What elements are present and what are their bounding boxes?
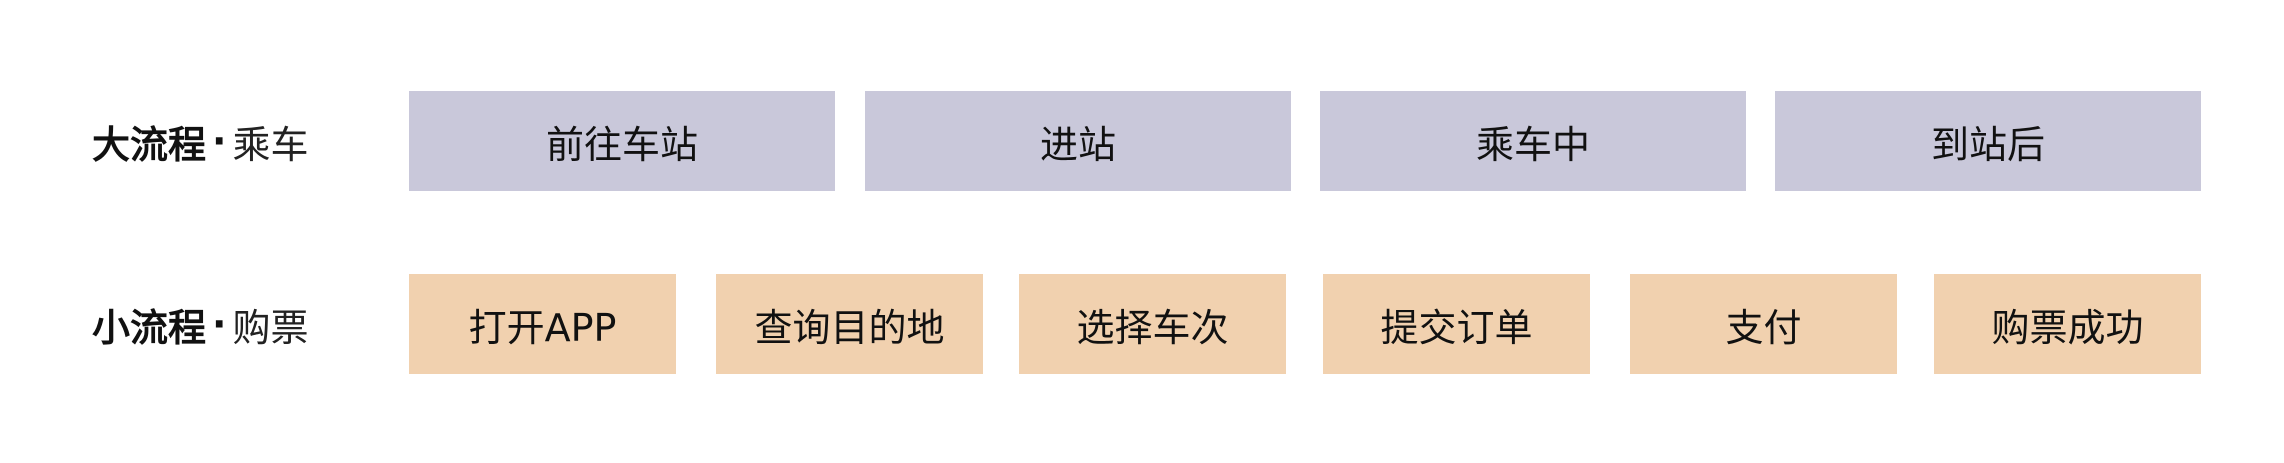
stage-box-3: 乘车中 [1320,91,1746,191]
step-box-5: 支付 [1630,274,1897,374]
step-box-3: 选择车次 [1019,274,1286,374]
step-box-4: 提交订单 [1323,274,1590,374]
big-flow-separator: · [212,119,227,163]
stage-box-1: 前往车站 [409,91,835,191]
small-flow-subtitle: 购票 [232,305,309,350]
stage-box-4: 到站后 [1775,91,2201,191]
big-flow-subtitle: 乘车 [232,122,309,167]
step-box-6: 购票成功 [1934,274,2201,374]
big-flow-label: 大流程·乘车 [92,91,308,191]
small-flow-separator: · [212,302,227,346]
small-flow-title: 小流程 [92,305,207,350]
step-box-2: 查询目的地 [716,274,983,374]
step-box-1: 打开APP [409,274,676,374]
big-flow-title: 大流程 [92,122,207,167]
stage-box-2: 进站 [865,91,1291,191]
small-flow-label: 小流程·购票 [92,274,308,374]
